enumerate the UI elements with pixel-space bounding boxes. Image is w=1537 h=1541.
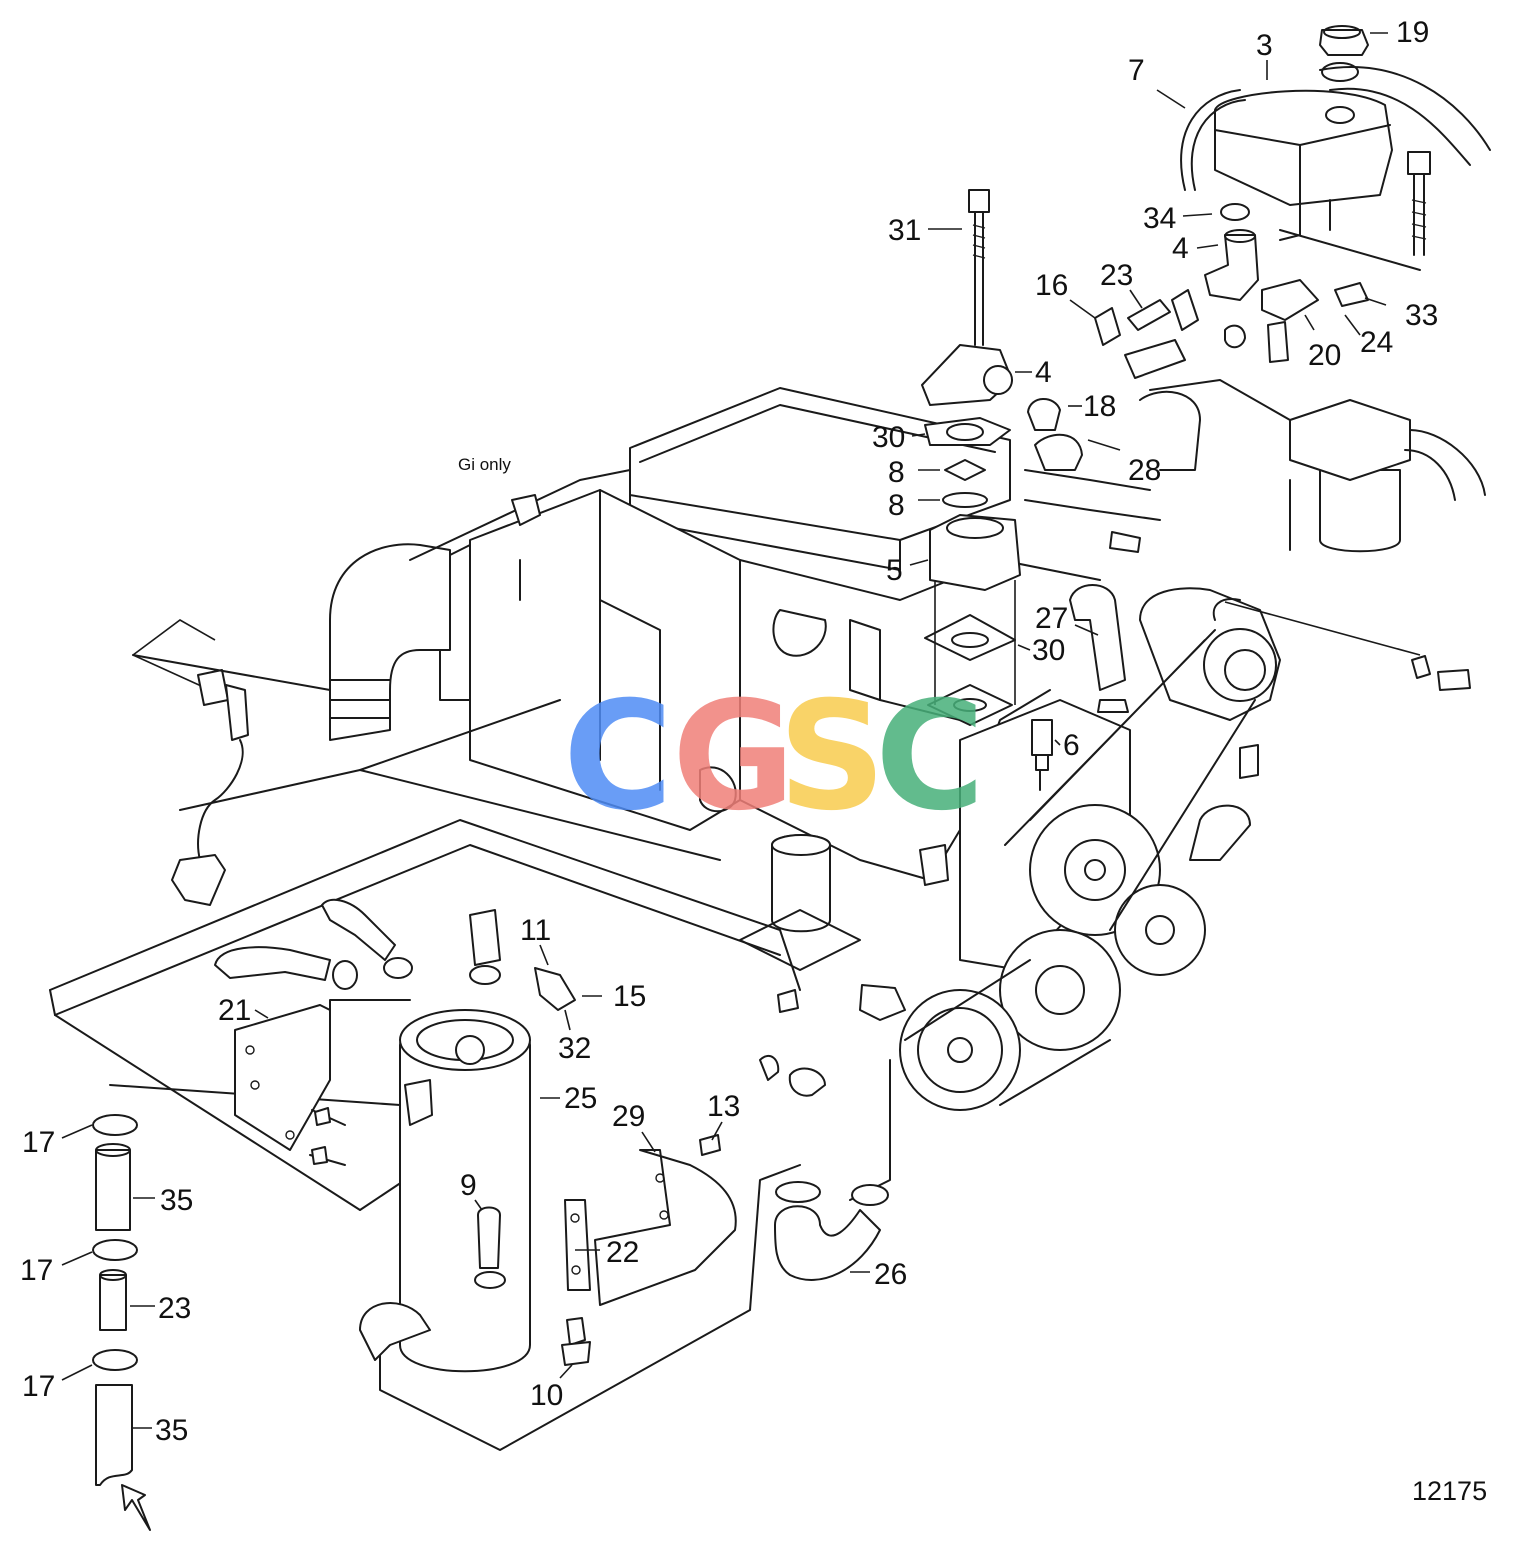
callout-17-middle: 17 bbox=[20, 1254, 53, 1287]
note-gi-only: Gi only bbox=[458, 455, 511, 474]
callout-32: 32 bbox=[558, 1032, 591, 1065]
callout-17-top: 17 bbox=[22, 1126, 55, 1159]
callout-15: 15 bbox=[613, 980, 646, 1013]
callout-28: 28 bbox=[1128, 454, 1161, 487]
callout-23-upper: 23 bbox=[1100, 259, 1133, 292]
misc-fittings bbox=[511, 494, 1259, 1097]
bracket-29-22 bbox=[561, 1134, 737, 1366]
pulley-assembly bbox=[899, 587, 1471, 1111]
watermark-cgsc: C G S C bbox=[563, 670, 985, 844]
upper-right-fittings bbox=[1094, 174, 1486, 553]
thermostat-stack bbox=[921, 189, 1161, 791]
callout-30-upper: 30 bbox=[872, 421, 905, 454]
inlet-stack bbox=[92, 1114, 151, 1531]
bracket-21 bbox=[234, 1004, 346, 1166]
callout-34: 34 bbox=[1143, 202, 1176, 235]
callout-labels: 3 19 7 34 4 31 16 23 33 24 20 4 18 30 28… bbox=[20, 16, 1487, 1506]
watermark-letter-c2: C bbox=[875, 670, 985, 844]
callout-30-lower: 30 bbox=[1032, 634, 1065, 667]
watermark-letter-g: G bbox=[672, 670, 795, 844]
callout-31: 31 bbox=[888, 214, 921, 247]
callout-8-upper: 8 bbox=[888, 456, 905, 489]
callout-35-top: 35 bbox=[160, 1184, 193, 1217]
callout-19: 19 bbox=[1396, 16, 1429, 49]
callout-4-upper: 4 bbox=[1172, 232, 1189, 265]
callout-24: 24 bbox=[1360, 326, 1393, 359]
callout-5: 5 bbox=[886, 554, 903, 587]
callout-18: 18 bbox=[1083, 390, 1116, 423]
callout-10: 10 bbox=[530, 1379, 563, 1412]
callout-25: 25 bbox=[564, 1082, 597, 1115]
base-lines bbox=[49, 699, 891, 1451]
callout-20: 20 bbox=[1308, 339, 1341, 372]
callout-4-lower: 4 bbox=[1035, 356, 1052, 389]
callout-33: 33 bbox=[1405, 299, 1438, 332]
callout-27: 27 bbox=[1035, 602, 1068, 635]
callout-16: 16 bbox=[1035, 269, 1068, 302]
heat-exchanger bbox=[214, 898, 576, 1373]
callout-21: 21 bbox=[218, 994, 251, 1027]
callout-6: 6 bbox=[1063, 729, 1080, 762]
leader-lines bbox=[61, 32, 1388, 1429]
callout-17-bottom: 17 bbox=[22, 1370, 55, 1403]
callout-3: 3 bbox=[1256, 29, 1273, 62]
elbow-hose-26 bbox=[774, 1181, 889, 1281]
left-sensor-wiring bbox=[132, 619, 331, 906]
expansion-tank bbox=[1180, 25, 1491, 301]
callout-26: 26 bbox=[874, 1258, 907, 1291]
callout-7: 7 bbox=[1128, 54, 1145, 87]
watermark-letter-s: S bbox=[778, 670, 886, 844]
callout-35-bottom: 35 bbox=[155, 1414, 188, 1447]
callout-9: 9 bbox=[460, 1169, 477, 1202]
callout-29: 29 bbox=[612, 1100, 645, 1133]
drawing-number: 12175 bbox=[1412, 1476, 1487, 1506]
callout-8-lower: 8 bbox=[888, 489, 905, 522]
watermark-letter-c1: C bbox=[563, 670, 673, 844]
callout-22: 22 bbox=[606, 1236, 639, 1269]
callout-11: 11 bbox=[520, 914, 551, 947]
callout-23-lower: 23 bbox=[158, 1292, 191, 1325]
callout-13: 13 bbox=[707, 1090, 740, 1123]
